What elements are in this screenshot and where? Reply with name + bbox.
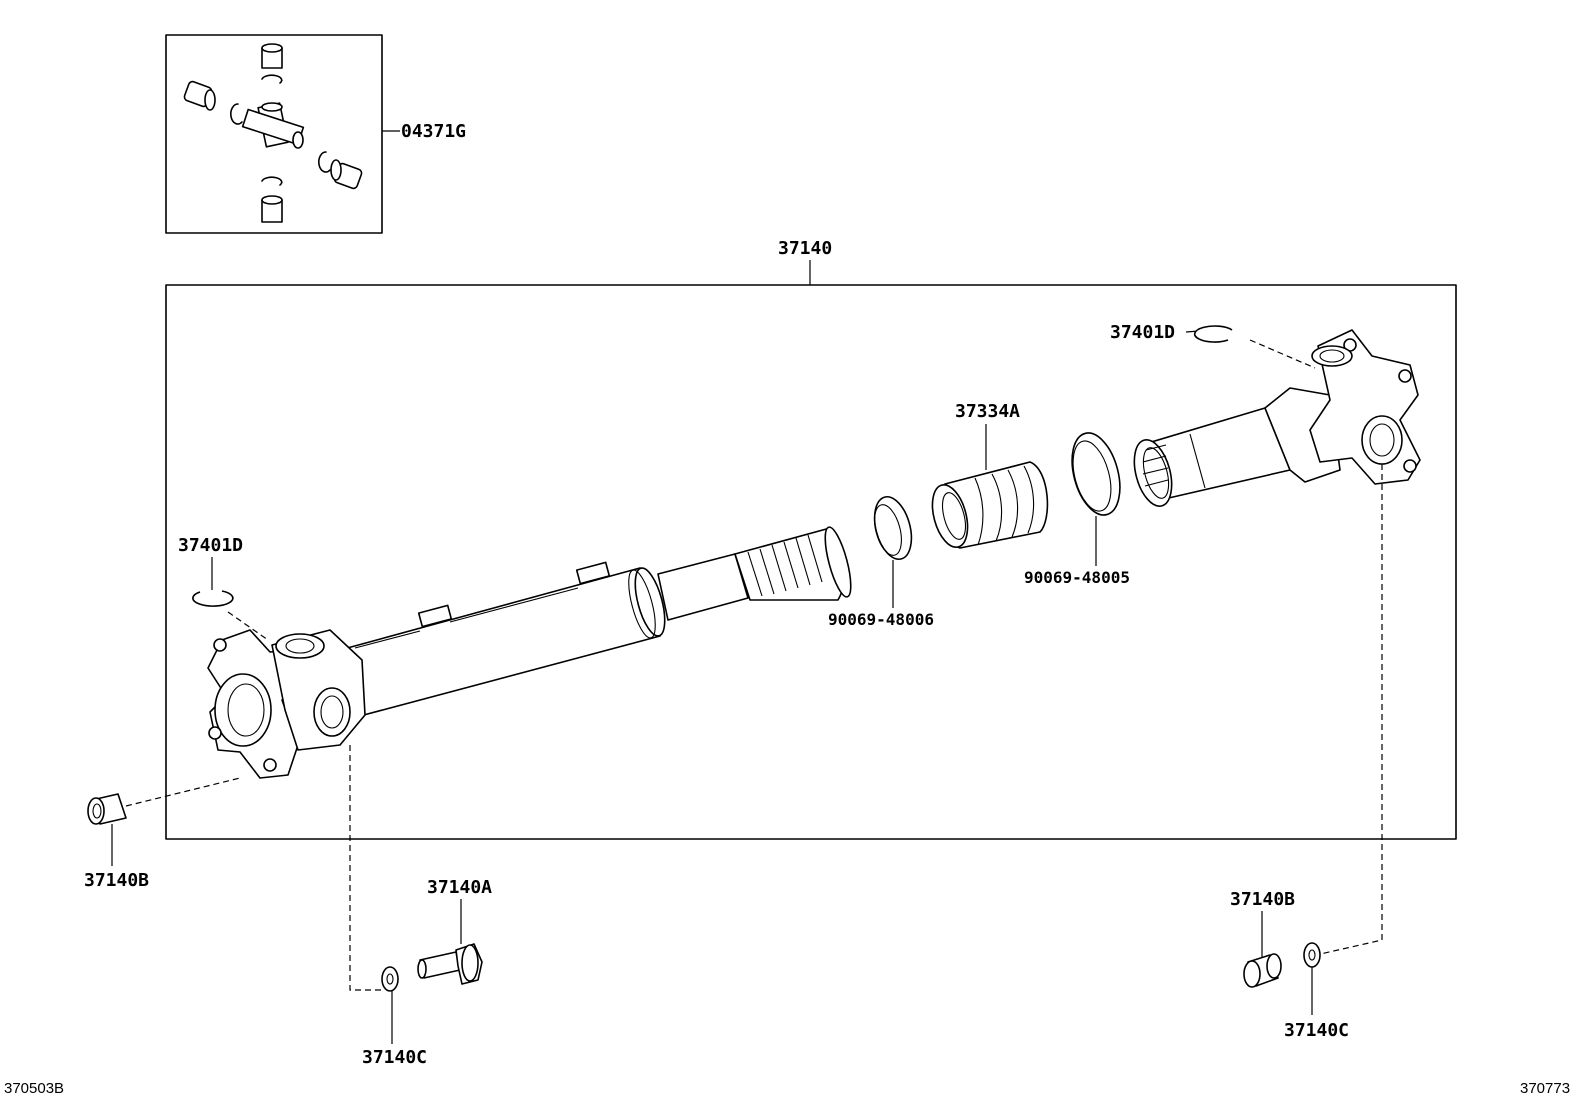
label-spider-kit[interactable]: 04371G xyxy=(401,121,466,142)
label-snap-ring-left[interactable]: 37401D xyxy=(178,535,243,556)
snap-ring-left-group: 37401D xyxy=(178,535,269,641)
bolt-group: 37140A xyxy=(417,877,492,985)
bushing-right-group: 37140B xyxy=(1230,889,1295,988)
propeller-shaft-tube[interactable] xyxy=(339,525,856,717)
assembly-frame xyxy=(165,284,1457,840)
clip-right-icon xyxy=(318,151,331,173)
boot-clamp-small[interactable] xyxy=(868,493,917,564)
label-boot-clamp-large[interactable]: 90069-48005 xyxy=(1024,568,1130,587)
bushing-left[interactable] xyxy=(87,793,127,825)
left-dash-guide xyxy=(349,745,384,991)
boot-clamp-small-group: 90069-48006 xyxy=(828,493,934,629)
clip-bottom-icon xyxy=(261,176,283,186)
right-dash-guide xyxy=(1315,464,1383,956)
snap-ring-right-icon[interactable] xyxy=(1193,325,1233,343)
bearing-cap-left[interactable] xyxy=(183,80,216,111)
universal-joint-cross[interactable] xyxy=(241,102,305,149)
bushing-left-group: 37140B xyxy=(84,777,241,891)
boot-clamp-large-group: 90069-48005 xyxy=(1024,428,1130,587)
bearing-cap-bottom[interactable] xyxy=(261,195,283,223)
washer-right[interactable] xyxy=(1303,942,1321,968)
bushing-right[interactable] xyxy=(1243,953,1282,988)
washer-right-group: 37140C xyxy=(1284,942,1349,1041)
diagram-code-right: 370773 xyxy=(1520,1080,1570,1097)
right-flange-yoke[interactable] xyxy=(1309,329,1421,485)
label-bushing-left[interactable]: 37140B xyxy=(84,870,149,891)
washer-left-group: 37140C xyxy=(362,966,427,1068)
label-assembly[interactable]: 37140 xyxy=(778,238,832,259)
clip-left-icon xyxy=(230,103,243,125)
bearing-cap-right[interactable] xyxy=(330,159,363,190)
snap-ring-left-icon[interactable] xyxy=(192,590,234,607)
spider-kit-inset: 04371G xyxy=(165,34,466,234)
flange-bolt[interactable] xyxy=(417,943,483,985)
dust-boot[interactable] xyxy=(926,461,1049,551)
right-slip-yoke[interactable] xyxy=(1128,387,1341,510)
snap-ring-right-group: 37401D xyxy=(1110,322,1316,369)
label-boot[interactable]: 37334A xyxy=(955,401,1020,422)
label-bushing-right[interactable]: 37140B xyxy=(1230,889,1295,910)
left-flange-yoke[interactable] xyxy=(207,629,366,779)
boot-group: 37334A xyxy=(926,401,1049,551)
label-washer-right[interactable]: 37140C xyxy=(1284,1020,1349,1041)
label-washer-left[interactable]: 37140C xyxy=(362,1047,427,1068)
bearing-cap-top[interactable] xyxy=(261,43,283,69)
label-bolt[interactable]: 37140A xyxy=(427,877,492,898)
washer-left[interactable] xyxy=(381,966,399,992)
spider-kit-frame xyxy=(165,34,383,234)
diagram-code-left: 370503B xyxy=(4,1080,64,1097)
boot-clamp-large[interactable] xyxy=(1064,428,1128,521)
label-boot-clamp-small[interactable]: 90069-48006 xyxy=(828,610,934,629)
assembly-frame-group: 37140 xyxy=(165,238,1457,840)
label-snap-ring-right[interactable]: 37401D xyxy=(1110,322,1175,343)
clip-top-icon xyxy=(261,74,283,84)
